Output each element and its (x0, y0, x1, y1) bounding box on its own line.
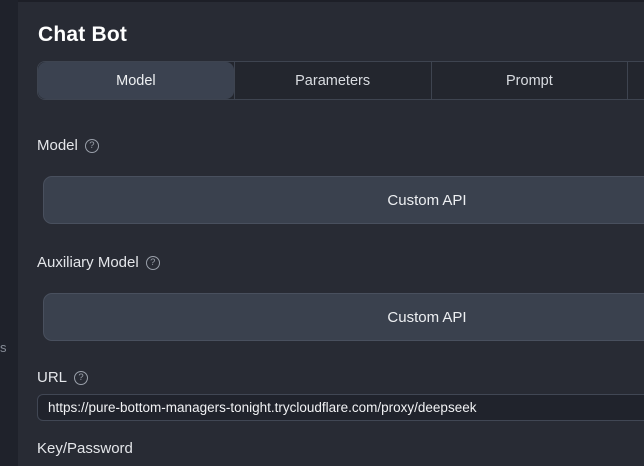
sidebar-edge: s (0, 0, 18, 466)
settings-panel: Chat Bot Model Parameters Prompt Model ?… (18, 0, 644, 466)
page-title: Chat Bot (38, 23, 128, 46)
auxiliary-model-label: Auxiliary Model ? (37, 254, 644, 272)
auxiliary-model-select-button[interactable]: Custom API (43, 293, 644, 341)
model-label: Model ? (37, 137, 644, 155)
top-divider (18, 0, 644, 2)
tab-clipped[interactable] (627, 62, 644, 99)
model-label-text: Model (37, 137, 78, 154)
key-password-label-text: Key/Password (37, 440, 133, 457)
url-label: URL ? (37, 369, 644, 387)
url-input[interactable] (37, 394, 644, 421)
tab-parameters[interactable]: Parameters (233, 62, 431, 99)
tab-model[interactable]: Model (38, 62, 234, 99)
tab-prompt[interactable]: Prompt (430, 62, 628, 99)
url-label-text: URL (37, 369, 68, 386)
tab-bar: Model Parameters Prompt (37, 61, 644, 100)
help-icon[interactable]: ? (145, 256, 160, 270)
sidebar-text-fragment: s (0, 340, 7, 355)
help-icon[interactable]: ? (74, 371, 89, 385)
auxiliary-model-label-text: Auxiliary Model (37, 254, 139, 271)
key-password-label: Key/Password (37, 440, 644, 458)
help-icon[interactable]: ? (84, 139, 99, 153)
model-select-button[interactable]: Custom API (43, 176, 644, 224)
